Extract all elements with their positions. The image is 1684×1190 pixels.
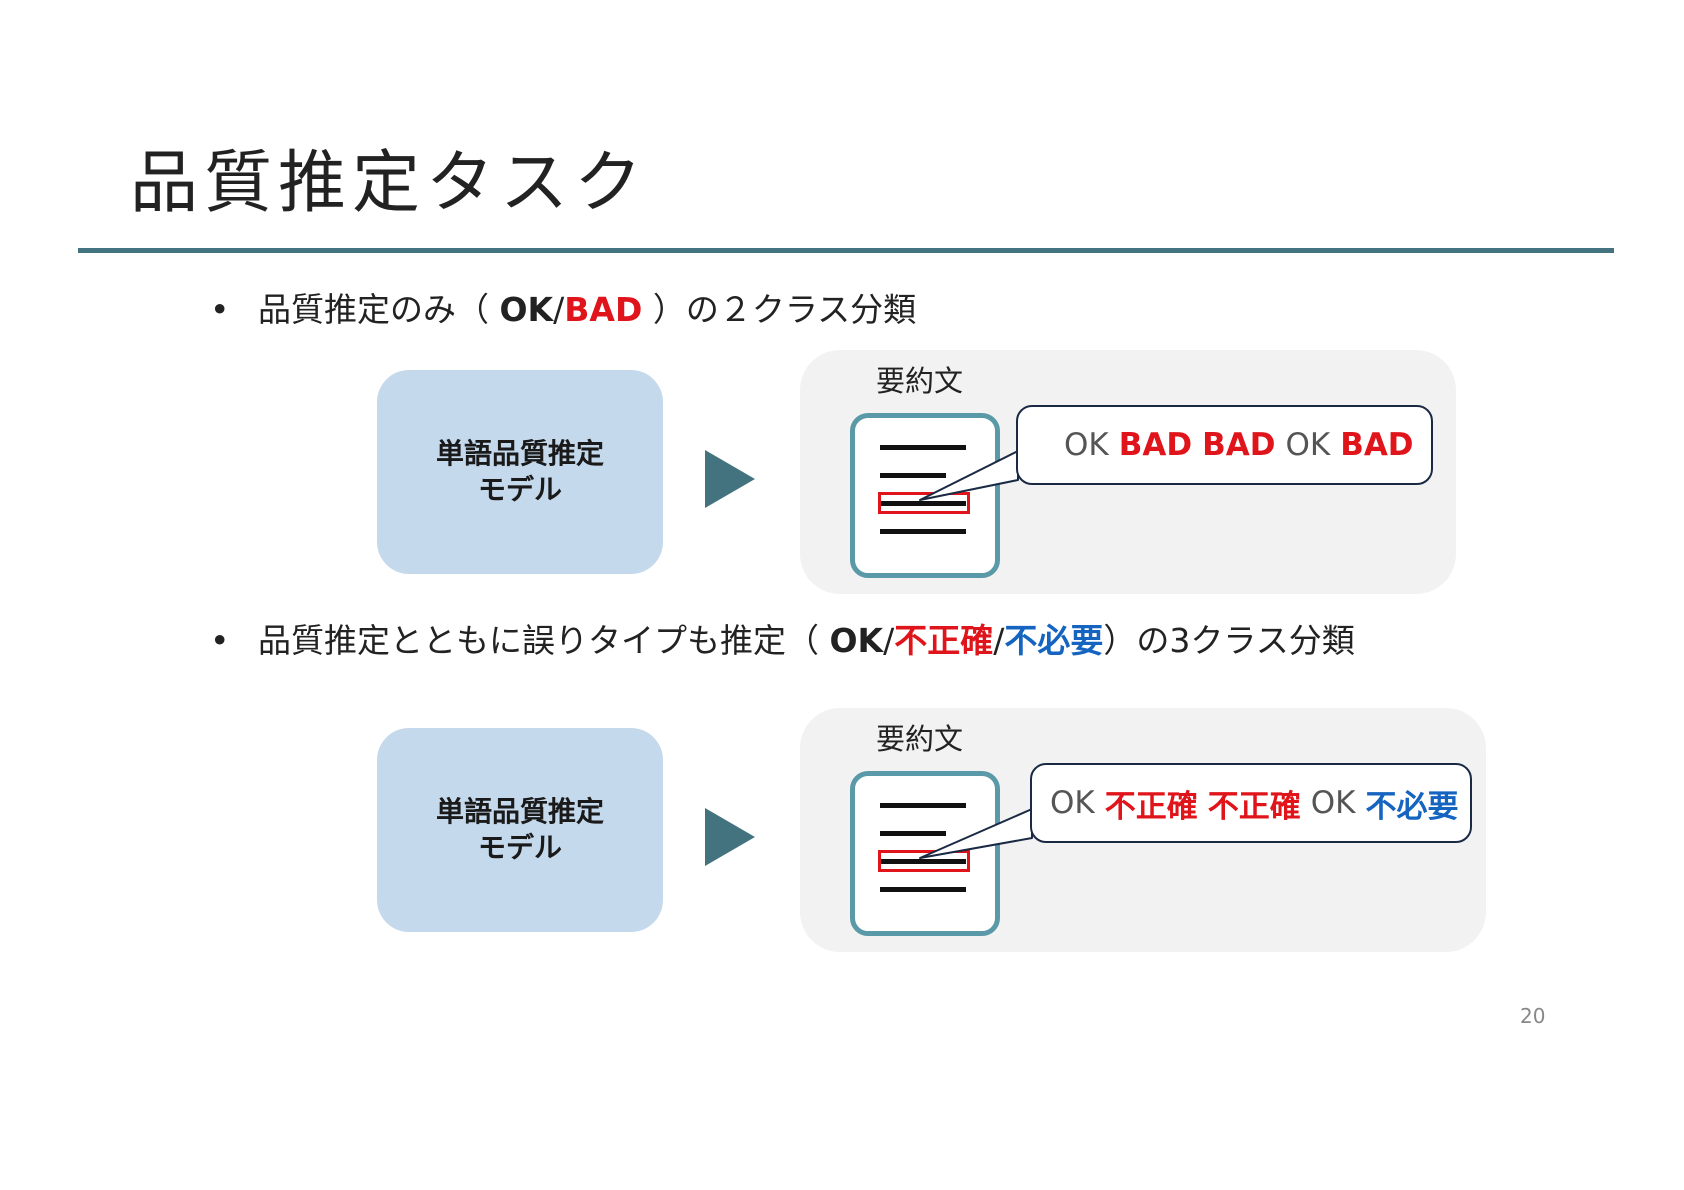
bullet-2: •品質推定とともに誤りタイプも推定（ OK/不正確/不必要）の3クラス分類	[210, 624, 1355, 657]
label-ok: OK	[829, 621, 884, 660]
model-label-line2: モデル	[477, 473, 562, 506]
tag: 不必要	[1365, 788, 1459, 825]
bullet-1: • 品質推定のみ（ OK/BAD ）の２クラス分類	[210, 293, 916, 326]
document-icon	[850, 413, 1000, 578]
tag: OK	[1064, 427, 1109, 463]
bullet-marker: •	[210, 621, 230, 660]
text-line	[880, 445, 966, 450]
label-inaccurate: 不正確	[894, 621, 994, 660]
tag: BAD	[1118, 427, 1193, 463]
title-divider	[78, 248, 1614, 253]
tag: OK	[1310, 785, 1356, 821]
tag: 不正確	[1104, 788, 1198, 825]
tag-callout-1: OK BAD BAD OK BAD	[1016, 405, 1433, 485]
text-line	[880, 529, 966, 534]
separator: /	[993, 621, 1005, 660]
tag: OK	[1285, 427, 1331, 463]
summary-label: 要約文	[876, 364, 964, 398]
bullet-1-suffix: ）の２クラス分類	[642, 290, 917, 329]
document-icon	[850, 771, 1000, 936]
bullet-2-suffix: ）の3クラス分類	[1103, 621, 1355, 660]
bullet-1-prefix: 品質推定のみ（	[258, 290, 500, 329]
text-line	[880, 473, 946, 478]
tag: 不正確	[1207, 788, 1301, 825]
summary-label: 要約文	[876, 722, 964, 756]
play-arrow-icon	[705, 450, 755, 508]
text-line	[880, 859, 966, 864]
play-arrow-icon	[705, 808, 755, 866]
model-label-line2: モデル	[477, 831, 562, 864]
label-ok: OK	[499, 290, 554, 329]
label-bad: BAD	[564, 290, 643, 329]
tag: BAD	[1202, 427, 1276, 463]
model-box-1: 単語品質推定 モデル	[377, 370, 663, 574]
bullet-2-prefix: 品質推定とともに誤りタイプも推定（	[258, 621, 830, 660]
model-label-line1: 単語品質推定	[435, 794, 604, 828]
model-label-line1: 単語品質推定	[435, 436, 604, 470]
tag: BAD	[1340, 427, 1414, 463]
text-line	[880, 803, 966, 808]
text-line	[880, 831, 946, 836]
text-line	[880, 501, 966, 506]
tag: OK	[1050, 785, 1095, 821]
highlight-box	[878, 492, 970, 514]
slide-title: 品質推定タスク	[130, 144, 649, 223]
label-unnecessary: 不必要	[1004, 621, 1104, 660]
bullet-marker: •	[210, 290, 230, 329]
tag-callout-2: OK 不正確 不正確 OK 不必要	[1030, 763, 1472, 843]
page-number: 20	[1520, 1004, 1546, 1028]
text-line	[880, 887, 966, 892]
separator: /	[883, 621, 895, 660]
highlight-box	[878, 850, 970, 872]
model-box-2: 単語品質推定 モデル	[377, 728, 663, 932]
separator: /	[553, 290, 565, 329]
